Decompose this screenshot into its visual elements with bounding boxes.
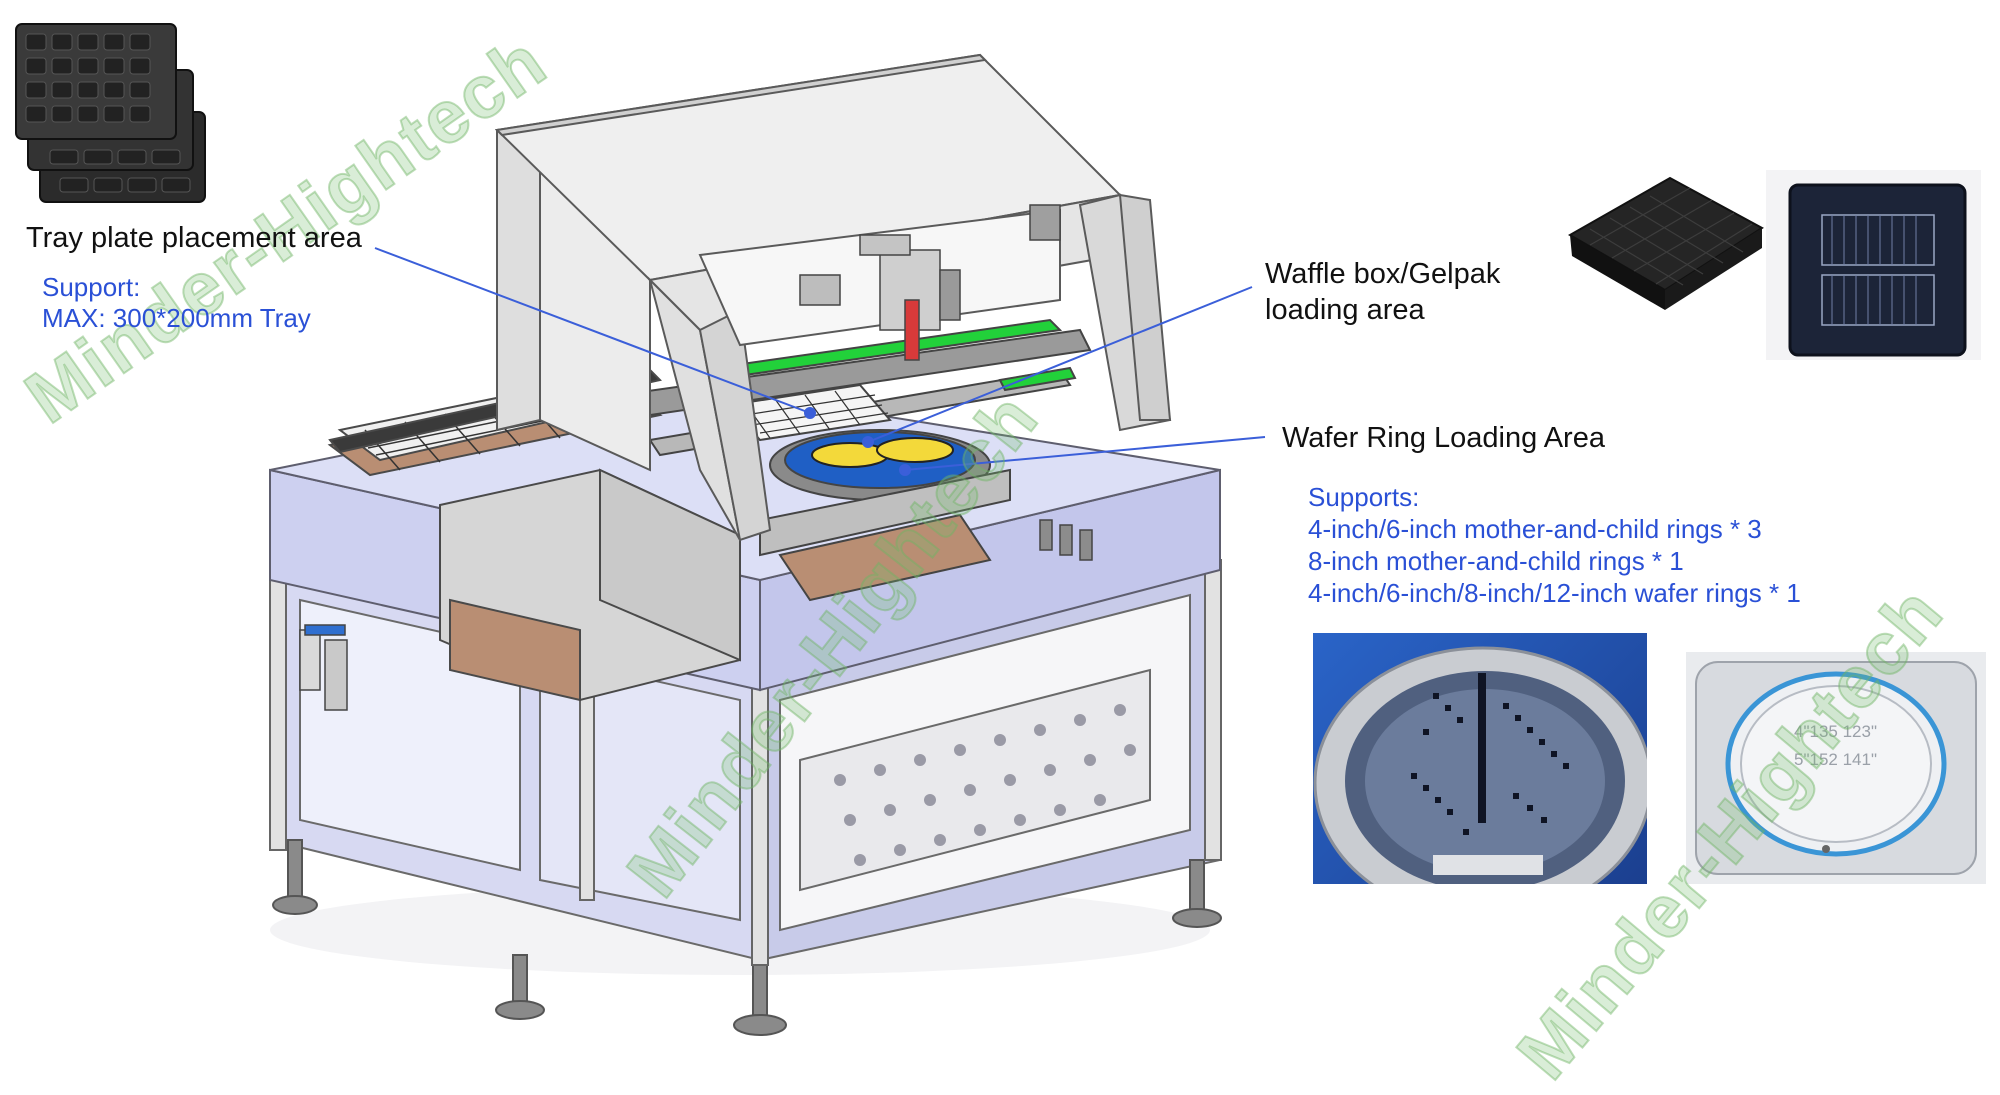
- waffle-area-title-line-1: Waffle box/Gelpak: [1265, 258, 1501, 290]
- center-rails: [618, 318, 1092, 602]
- ring-box-photo: 4"135 123" 5"152 141": [1686, 652, 1986, 884]
- leader-wafer: [904, 436, 1266, 471]
- feet: [272, 839, 1222, 1036]
- ring-box-size-line-2: 5"152 141": [1794, 750, 1877, 769]
- wafer-ring-photo: [1313, 633, 1647, 884]
- air-filter-unit: [299, 624, 348, 711]
- tray-area-title: Tray plate placement area: [26, 222, 362, 254]
- wafer-support-line-2: 8-inch mother-and-child rings * 1: [1308, 546, 1684, 576]
- tray-support-line: MAX: 300*200mm Tray: [42, 303, 311, 333]
- tray-support-heading: Support:: [42, 272, 141, 302]
- machine-illustration: [269, 53, 1266, 1036]
- wafer-area-title: Wafer Ring Loading Area: [1282, 422, 1605, 454]
- shelf-holes: [834, 704, 1136, 866]
- wafer-support-line-3: 4-inch/6-inch/8-inch/12-inch wafer rings…: [1308, 578, 1801, 608]
- leader-lines: [374, 247, 1266, 476]
- lower-frame: [269, 558, 1221, 962]
- waffle-area-title-line-2: loading area: [1265, 294, 1425, 326]
- wafer-support-heading: Supports:: [1308, 482, 1420, 512]
- gantry: [494, 53, 1172, 542]
- leader-waffle: [867, 286, 1253, 443]
- wafer-support-line-1: 4-inch/6-inch mother-and-child rings * 3: [1308, 514, 1762, 544]
- leader-tray: [374, 247, 811, 414]
- ring-box-size-line-1: 4"135 123": [1794, 722, 1877, 741]
- gantry-details: [799, 204, 1061, 361]
